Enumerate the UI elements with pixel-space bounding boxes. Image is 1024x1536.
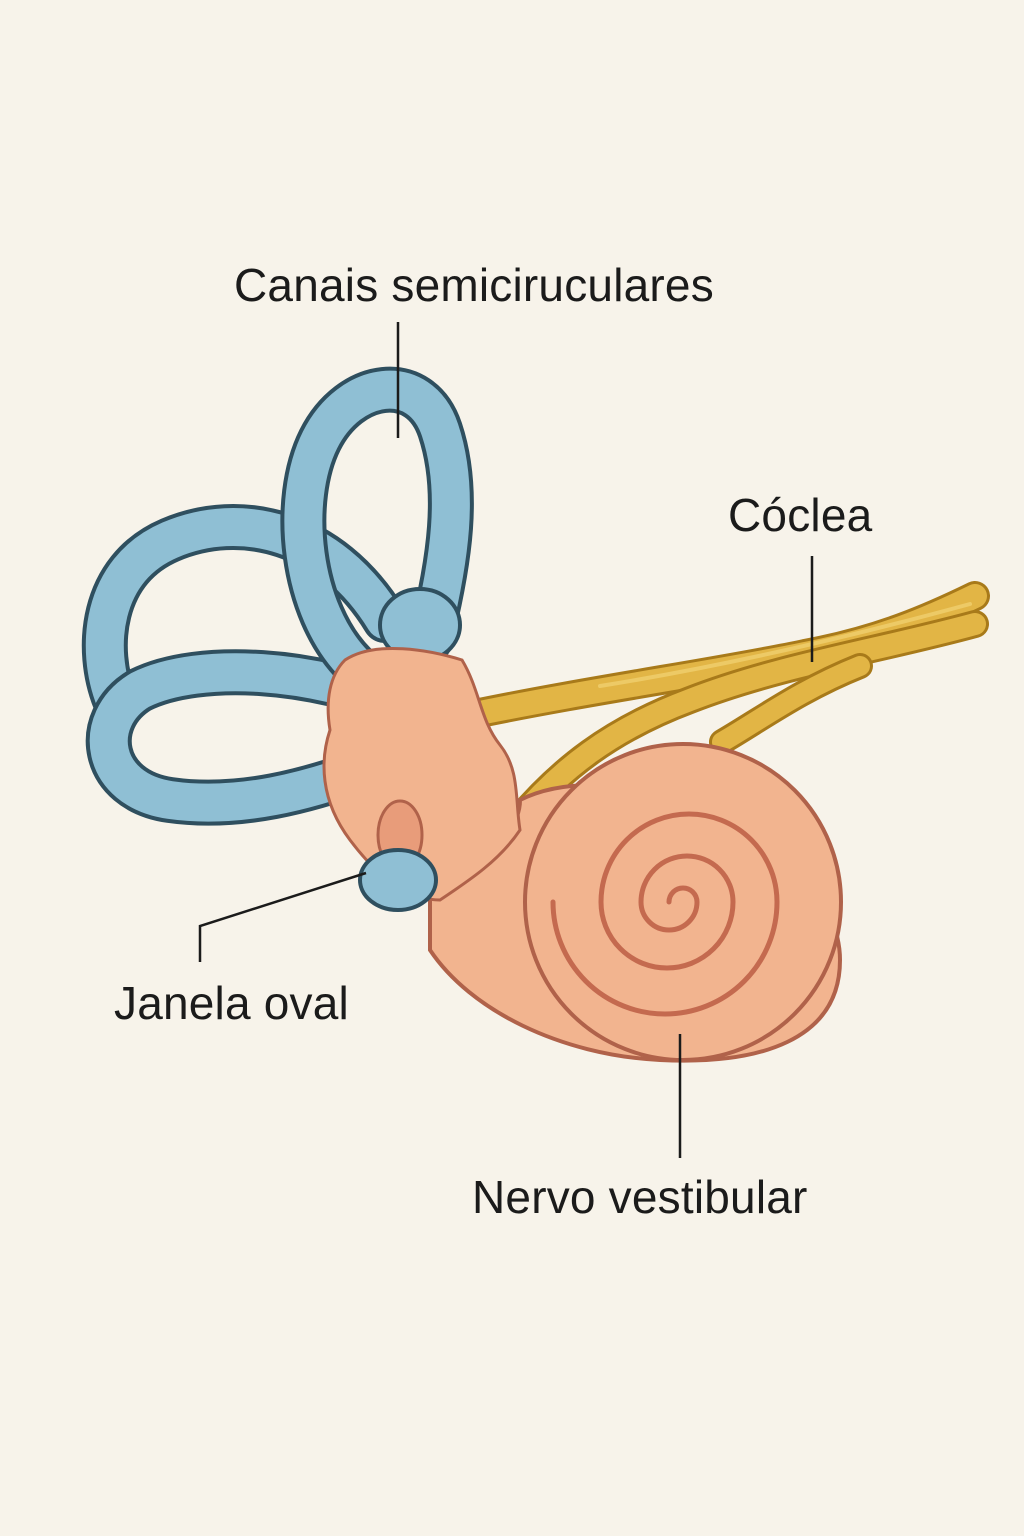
label-semicircular-canals: Canais semiciruculares: [234, 259, 714, 311]
label-cochlea: Cóclea: [728, 489, 873, 541]
nerve-bundle: [455, 581, 990, 834]
cochlea-shape: [428, 742, 843, 1063]
leader-janela: [198, 871, 367, 962]
label-oval-window: Janela oval: [114, 977, 349, 1029]
semicircular-canals: [81, 366, 474, 826]
cochlea-spiral: [550, 811, 780, 1017]
label-vestibular-nerve: Nervo vestibular: [472, 1171, 808, 1223]
oval-window: [358, 848, 438, 912]
leader-lines: [198, 322, 814, 1158]
